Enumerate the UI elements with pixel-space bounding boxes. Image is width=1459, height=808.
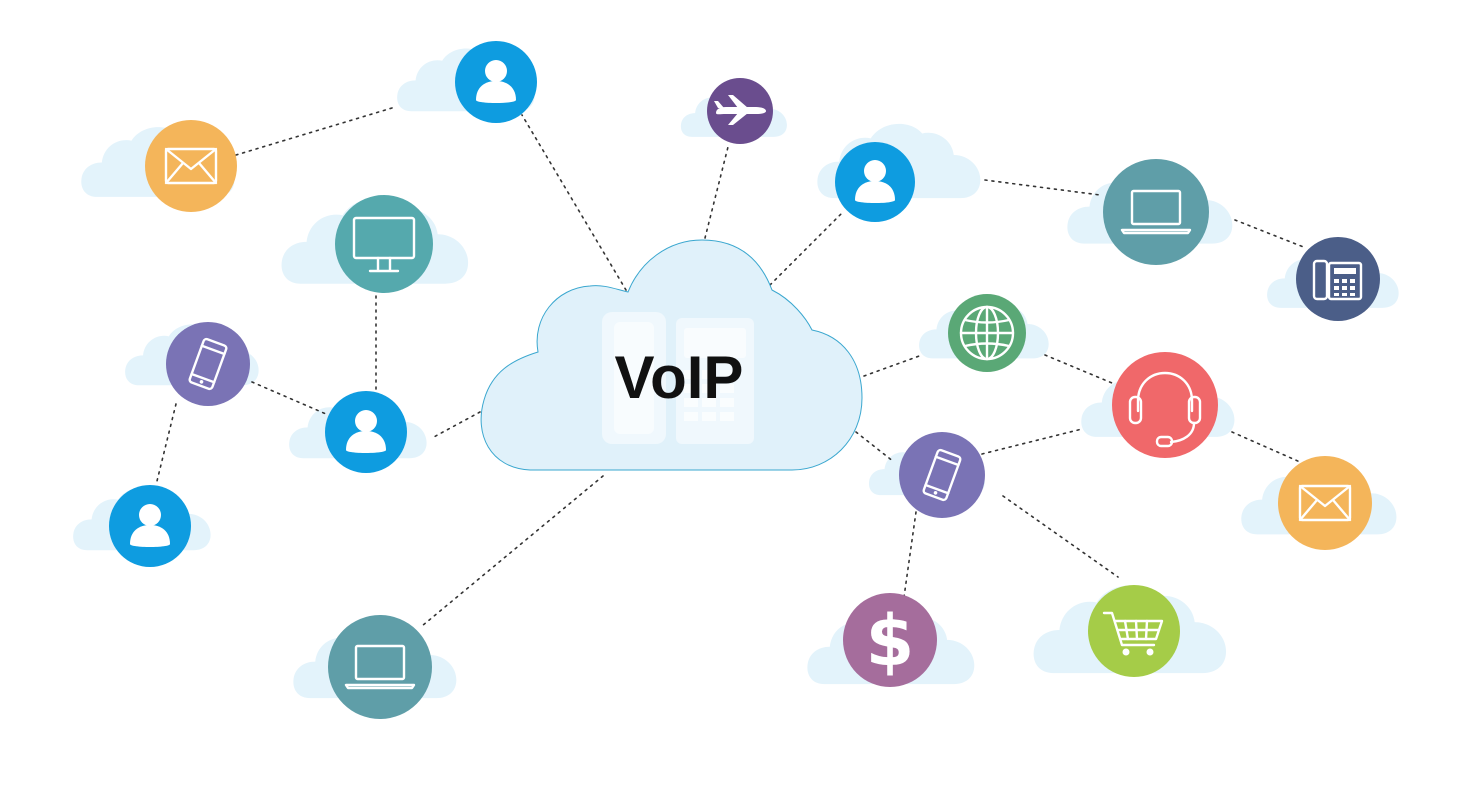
headset-icon bbox=[1128, 371, 1202, 448]
dollar-node: $ bbox=[843, 593, 937, 687]
shopping-cart-icon bbox=[1102, 611, 1164, 656]
user-node-right bbox=[835, 142, 915, 222]
connector-voip-user-top bbox=[521, 114, 627, 291]
monitor-node bbox=[335, 195, 433, 293]
connector-mobile-right-dollar bbox=[903, 511, 917, 598]
user-node-middle-left bbox=[325, 391, 407, 473]
airplane-node bbox=[707, 78, 773, 144]
cart-node bbox=[1088, 585, 1180, 677]
central-cloud-shape bbox=[480, 239, 863, 471]
user-node-bottom-left bbox=[109, 485, 191, 567]
mobile-node-right bbox=[899, 432, 985, 518]
connector-mobile-right-headset bbox=[981, 428, 1083, 455]
desk-phone-icon bbox=[1312, 259, 1363, 301]
connector-lines bbox=[155, 107, 1307, 627]
laptop-node-bottom bbox=[328, 615, 432, 719]
mobile-node-left bbox=[166, 322, 250, 406]
email-node-left bbox=[145, 120, 237, 212]
globe-icon bbox=[959, 305, 1015, 361]
connector-voip-mobile-right bbox=[855, 431, 895, 463]
headset-node bbox=[1112, 352, 1218, 458]
connector-voip-user-right bbox=[769, 211, 844, 286]
desk-phone-node bbox=[1296, 237, 1380, 321]
connector-voip-laptop-bottom bbox=[421, 475, 604, 627]
connector-user-right-laptop-right bbox=[984, 179, 1101, 196]
connector-laptop-right-desk-phone bbox=[1234, 219, 1307, 249]
desk-phone-watermark-icon bbox=[602, 312, 754, 444]
airplane-icon bbox=[714, 95, 766, 125]
connector-user-mid-left-mobile-left bbox=[251, 381, 327, 415]
email-node-right bbox=[1278, 456, 1372, 550]
globe-node bbox=[948, 294, 1026, 372]
monitor-icon bbox=[352, 216, 416, 273]
connector-voip-user-mid-left bbox=[431, 411, 481, 439]
central-voip-cloud: VoIP bbox=[480, 239, 863, 471]
connector-globe-headset bbox=[1044, 354, 1113, 384]
dollar-icon: $ bbox=[866, 600, 915, 682]
connector-mobile-right-cart bbox=[1002, 495, 1119, 578]
connector-user-top-email-left bbox=[235, 107, 393, 156]
connector-headset-email-right bbox=[1231, 431, 1301, 463]
connector-voip-airplane bbox=[704, 142, 730, 239]
laptop-node-right bbox=[1103, 159, 1209, 265]
connector-voip-globe bbox=[863, 354, 923, 377]
central-label: VoIP bbox=[615, 344, 744, 411]
connector-mobile-left-user-bottom-left bbox=[155, 403, 177, 486]
user-node-top bbox=[455, 41, 537, 123]
